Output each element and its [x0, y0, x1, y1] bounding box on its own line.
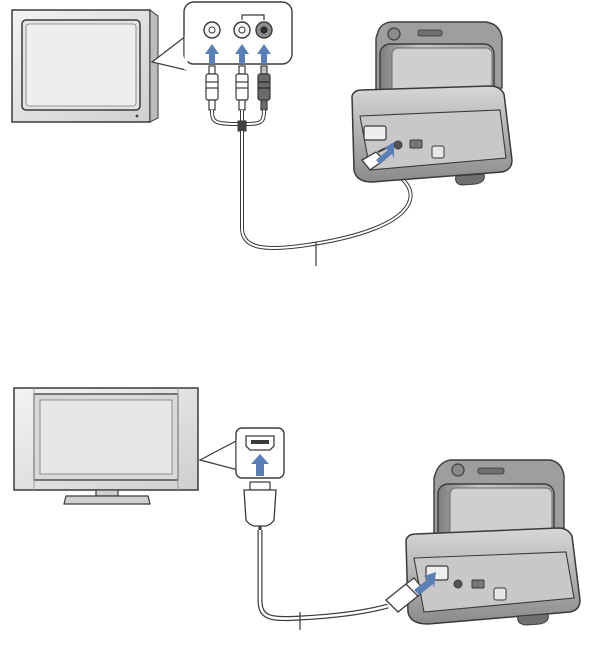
cradle-with-camera	[352, 22, 512, 185]
dark-jack-icon	[256, 22, 272, 38]
hdmi-cable	[260, 530, 388, 630]
crt-television	[12, 10, 158, 122]
rca-plug-dark	[258, 66, 270, 110]
av-jack-callout	[184, 2, 292, 70]
av-out-port-icon	[454, 580, 462, 588]
av-out-port-icon	[394, 141, 402, 149]
panel-av-connection	[12, 2, 512, 266]
usb-port-icon	[472, 580, 484, 588]
dc-in-port-icon	[432, 146, 444, 158]
white-jack-icon	[234, 22, 250, 38]
tv-stand	[64, 496, 150, 504]
hdmi-plug	[244, 482, 276, 532]
rca-plugs	[206, 66, 270, 110]
shutter-button-icon	[452, 464, 464, 476]
hdmi-jack-callout	[236, 428, 284, 478]
power-led-icon	[136, 115, 139, 118]
usb-port-icon	[410, 140, 422, 148]
hdmi-jack-icon	[246, 436, 274, 450]
hdmi-port-icon	[364, 126, 386, 140]
rca-plug-white	[236, 66, 248, 110]
shutter-button-icon	[388, 28, 400, 40]
flat-panel-television	[14, 388, 198, 504]
dc-in-port-icon	[494, 588, 506, 600]
white-jack-icon	[204, 22, 220, 38]
rca-plug-white	[206, 66, 218, 110]
cradle-with-camera	[386, 460, 580, 625]
panel-hdmi-connection	[14, 388, 580, 630]
callout-pointer	[200, 440, 238, 470]
